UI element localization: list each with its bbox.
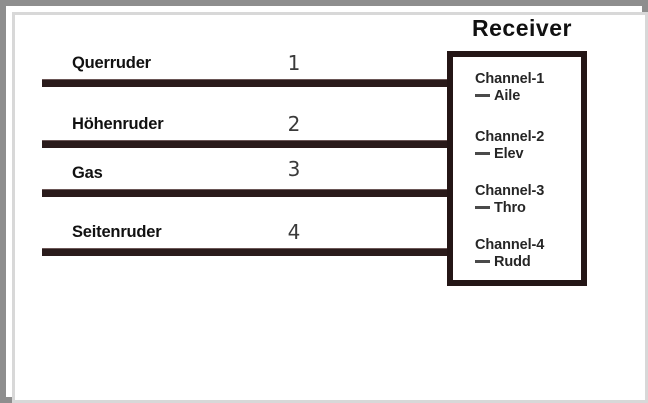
receiver-channel-function-1: Aile bbox=[475, 88, 591, 104]
receiver-channel-name-4: Channel-4 bbox=[475, 237, 545, 253]
receiver-channel-name-1: Channel-1 bbox=[475, 71, 545, 87]
wire-channel-4 bbox=[42, 248, 452, 256]
receiver-channel-function-text-1: Aile bbox=[494, 88, 521, 104]
channel-number-3: 3 bbox=[287, 157, 301, 181]
dash-icon bbox=[475, 205, 490, 209]
receiver-channel-name-2: Channel-2 bbox=[475, 129, 545, 145]
dash-icon bbox=[475, 151, 490, 155]
receiver-channel-function-text-3: Thro bbox=[494, 200, 526, 216]
receiver-channel-function-3: Thro bbox=[475, 200, 591, 216]
receiver-channel-function-text-2: Elev bbox=[494, 146, 524, 162]
receiver-channel-function-2: Elev bbox=[475, 146, 591, 162]
function-label-3: Gas bbox=[72, 164, 103, 182]
function-label-4: Seitenruder bbox=[72, 223, 162, 241]
receiver-channel-name-3: Channel-3 bbox=[475, 183, 545, 199]
channel-number-4: 4 bbox=[287, 220, 301, 244]
function-label-1: Querruder bbox=[72, 54, 151, 72]
wire-channel-2 bbox=[42, 140, 452, 148]
receiver-channel-function-text-4: Rudd bbox=[494, 254, 531, 270]
function-label-2: Höhenruder bbox=[72, 115, 164, 133]
dash-icon bbox=[475, 259, 490, 263]
channel-number-1: 1 bbox=[287, 51, 301, 75]
receiver-channel-function-4: Rudd bbox=[475, 254, 591, 270]
channel-number-2: 2 bbox=[287, 112, 301, 136]
wire-channel-1 bbox=[42, 79, 452, 87]
receiver-title: Receiver bbox=[472, 15, 572, 41]
dash-icon bbox=[475, 93, 490, 97]
wire-channel-3 bbox=[42, 189, 452, 197]
